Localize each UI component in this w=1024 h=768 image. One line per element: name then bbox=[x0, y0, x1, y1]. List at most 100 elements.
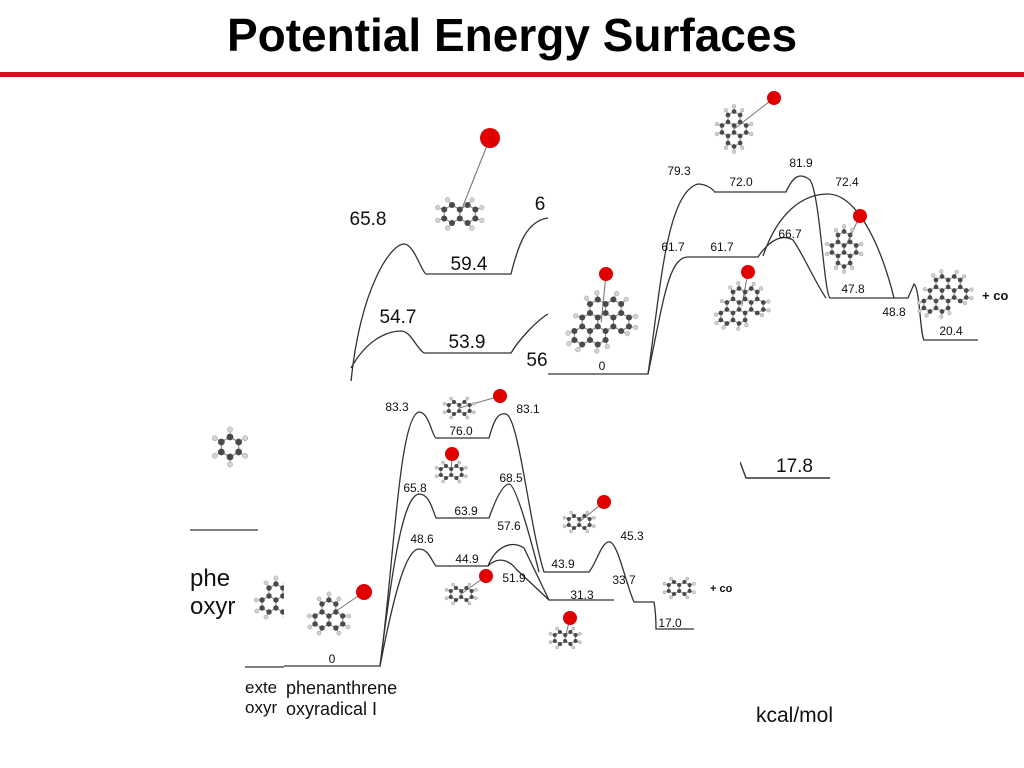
carbon-atom bbox=[951, 274, 957, 279]
carbon-atom bbox=[594, 296, 601, 303]
oxygen-atom bbox=[599, 267, 613, 281]
panel-caption-line1: phe bbox=[190, 565, 231, 592]
energy-curve bbox=[762, 193, 895, 299]
energy-label: 57.6 bbox=[497, 519, 521, 533]
title-divider bbox=[0, 72, 1024, 77]
carbon-atom bbox=[748, 307, 754, 312]
hydrogen-atom bbox=[555, 645, 559, 650]
hydrogen-atom bbox=[449, 396, 453, 401]
hydrogen-atom bbox=[740, 145, 745, 150]
hydrogen-atom bbox=[253, 597, 259, 603]
hydrogen-atom bbox=[604, 343, 610, 350]
hydrogen-atom bbox=[467, 601, 472, 606]
hydrogen-atom bbox=[633, 313, 639, 319]
carbon-atom bbox=[841, 229, 847, 234]
phenanthrene-caption-line1: phenanthrene bbox=[286, 678, 398, 698]
carbon-atom bbox=[841, 250, 847, 255]
carbon-atom bbox=[340, 613, 346, 619]
carbon-atom bbox=[730, 310, 736, 316]
carbon-atom bbox=[217, 448, 225, 456]
carbon-atom bbox=[625, 314, 633, 321]
oxygen-atom bbox=[741, 265, 755, 279]
carbon-atom bbox=[594, 314, 601, 321]
carbon-atom bbox=[449, 466, 454, 472]
energy-label: 65.8 bbox=[403, 481, 427, 495]
energy-label: 47.8 bbox=[841, 282, 865, 296]
hydrogen-atom bbox=[227, 461, 233, 468]
hydrogen-atom bbox=[316, 630, 322, 636]
oxygen-atom bbox=[597, 495, 611, 509]
hydrogen-atom bbox=[931, 273, 936, 278]
carbon-atom bbox=[259, 605, 265, 611]
carbon-atom bbox=[927, 288, 933, 293]
hydrogen-atom bbox=[736, 281, 741, 286]
carbon-atom bbox=[453, 597, 459, 603]
hydrogen-atom bbox=[336, 596, 342, 602]
carbon-atom bbox=[731, 130, 737, 135]
carbon-atom bbox=[459, 466, 464, 472]
carbon-atom bbox=[687, 582, 692, 588]
energy-label: 66.7 bbox=[778, 227, 802, 241]
carbon-atom bbox=[754, 296, 760, 302]
hydrogen-atom bbox=[435, 205, 441, 211]
carbon-atom bbox=[625, 323, 633, 330]
carbon-atom bbox=[618, 309, 625, 317]
carbon-atom bbox=[841, 264, 847, 269]
carbon-atom bbox=[742, 296, 748, 302]
carbon-atom bbox=[730, 296, 736, 302]
carbon-atom bbox=[933, 284, 939, 290]
hydrogen-atom bbox=[316, 596, 322, 602]
ring-opened-intermediate-molecule bbox=[824, 209, 867, 274]
carbon-atom bbox=[610, 314, 617, 321]
hydrogen-atom bbox=[548, 640, 553, 645]
hydrogen-atom bbox=[434, 474, 439, 479]
energy-label: 53.9 bbox=[449, 332, 486, 353]
carbon-atom bbox=[333, 625, 339, 631]
energy-label: 51.9 bbox=[502, 571, 526, 585]
energy-label: 65.8 bbox=[350, 209, 387, 230]
hydrogen-atom bbox=[469, 225, 475, 231]
carbon-atom bbox=[462, 399, 467, 405]
carbon-atom bbox=[610, 296, 617, 303]
hydrogen-atom bbox=[714, 131, 719, 137]
carbon-atom bbox=[451, 399, 457, 405]
energy-curve bbox=[284, 411, 694, 667]
ketene-intermediate-molecule bbox=[442, 389, 507, 420]
carbon-atom bbox=[847, 260, 853, 266]
carbon-atom bbox=[472, 206, 479, 213]
carbon-atom bbox=[957, 277, 963, 283]
slide-title: Potential Energy Surfaces bbox=[226, 9, 798, 61]
hydrogen-atom bbox=[962, 274, 967, 279]
energy-label: 0 bbox=[599, 359, 606, 373]
hydrogen-atom bbox=[263, 580, 269, 586]
hydrogen-atom bbox=[759, 313, 765, 318]
carbon-atom bbox=[333, 601, 339, 607]
carbon-atom bbox=[835, 260, 841, 266]
energy-label: 45.3 bbox=[620, 529, 644, 543]
energy-label: 76.0 bbox=[449, 424, 473, 438]
carbon-atom bbox=[438, 472, 443, 478]
carbon-atom bbox=[618, 300, 625, 308]
carbon-atom bbox=[939, 309, 945, 314]
carbon-atom bbox=[573, 632, 578, 638]
hydrogen-atom bbox=[922, 287, 927, 292]
ketene-intermediate-molecule bbox=[714, 91, 781, 154]
carbon-atom bbox=[259, 597, 265, 603]
carbon-atom bbox=[602, 300, 609, 308]
carbon-atom bbox=[586, 300, 594, 308]
carbon-atom bbox=[945, 284, 951, 290]
carbon-atom bbox=[737, 112, 743, 118]
carbon-atom bbox=[443, 463, 449, 469]
carbon-atom bbox=[312, 613, 318, 619]
energy-label: 43.9 bbox=[551, 557, 575, 571]
carbon-atom bbox=[586, 309, 594, 317]
carbon-atom bbox=[319, 601, 325, 607]
carbon-atom bbox=[462, 411, 467, 417]
carbon-atom bbox=[438, 466, 443, 472]
hydrogen-atom bbox=[464, 474, 468, 479]
carbon-atom bbox=[273, 581, 279, 587]
carbon-atom bbox=[742, 317, 748, 323]
carbon-atom bbox=[312, 621, 318, 627]
hydrogen-atom bbox=[713, 312, 718, 317]
carbon-atom bbox=[464, 219, 471, 227]
